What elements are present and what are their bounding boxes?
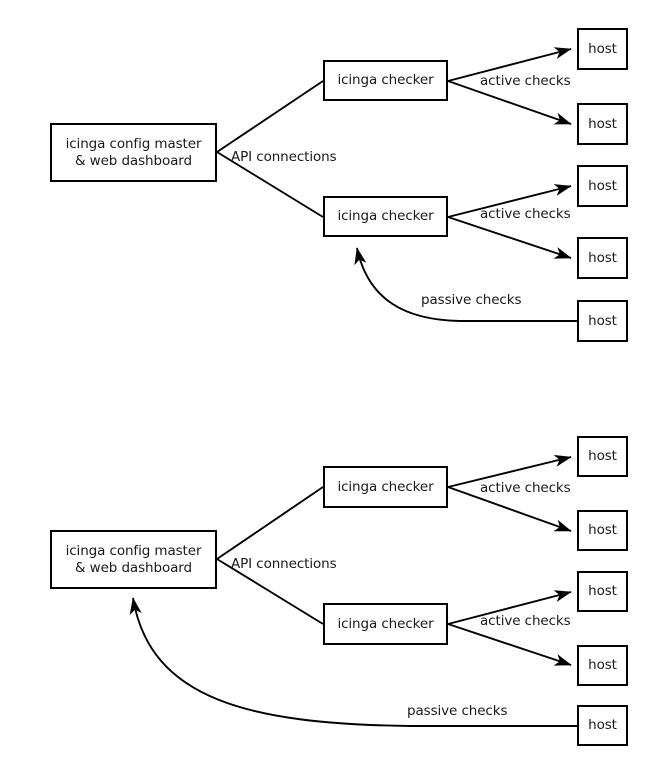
edge-master-to-checker-bottom-2 [216,558,324,625]
node-label: host [588,657,617,673]
node-label: host [588,40,617,57]
edge-label-active-checks-top-2: active checks [480,206,571,222]
edge-label-passive-checks-bottom: passive checks [407,703,508,719]
edge-checker-top-2-to-host-top-3 [447,184,572,218]
edge-label-active-checks-bottom-2: active checks [480,613,571,629]
node-label: host [588,448,617,464]
edge-checker-top-1-to-host-top-2 [447,80,572,125]
edge-checker-bottom-1-to-host-bottom-1 [447,454,572,488]
edge-checker-top-2-to-host-top-4 [447,216,572,259]
node-host-top-1[interactable]: host [577,28,628,70]
edge-master-to-checker-top-1 [216,80,324,153]
node-host-top-4[interactable]: host [577,237,628,279]
edge-label-api-connections-top: API connections [231,149,337,165]
node-host-bottom-5[interactable]: host [577,705,628,746]
edge-checker-top-1-to-host-top-1 [447,47,572,82]
node-label: icinga checker [337,72,434,88]
node-label: icinga config master & web dashboard [65,135,202,169]
node-master-top[interactable]: icinga config master & web dashboard [50,123,217,182]
edge-master-to-checker-bottom-1 [216,486,324,560]
node-label: host [588,583,617,599]
node-host-bottom-2[interactable]: host [577,510,628,551]
edge-label-api-connections-bottom: API connections [231,556,337,572]
edge-label-passive-checks-top: passive checks [421,292,522,308]
node-checker-top-1[interactable]: icinga checker [323,60,448,101]
node-label: icinga checker [337,208,434,224]
node-label: host [588,115,617,132]
node-host-bottom-1[interactable]: host [577,436,628,477]
node-label: host [588,312,617,329]
edge-host-bottom-5-passive-to-master-bottom [129,597,577,727]
node-host-top-5[interactable]: host [577,300,628,342]
node-checker-top-2[interactable]: icinga checker [323,196,448,237]
node-host-bottom-4[interactable]: host [577,645,628,686]
node-master-bottom[interactable]: icinga config master & web dashboard [50,530,217,589]
node-checker-bottom-1[interactable]: icinga checker [323,466,448,508]
edge-checker-bottom-2-to-host-bottom-3 [447,590,572,625]
node-host-top-2[interactable]: host [577,103,628,145]
edge-checker-bottom-2-to-host-bottom-4 [447,623,572,666]
node-label: host [588,522,617,538]
node-label: icinga config master & web dashboard [65,542,202,576]
edge-label-active-checks-bottom-1: active checks [480,480,571,496]
edge-group-bottom [129,454,577,727]
edge-master-to-checker-top-2 [216,151,324,218]
edge-checker-bottom-1-to-host-bottom-2 [447,486,572,532]
node-label: host [588,717,617,733]
edge-group-top [216,47,577,322]
node-label: host [588,177,617,194]
node-label: icinga checker [337,478,434,495]
node-host-top-3[interactable]: host [577,165,628,207]
edge-label-active-checks-top-1: active checks [480,73,571,89]
node-checker-bottom-2[interactable]: icinga checker [323,603,448,645]
edge-host-top-5-passive-to-checker-top-2 [354,247,577,322]
node-label: icinga checker [337,615,434,632]
node-label: host [588,249,617,266]
node-host-bottom-3[interactable]: host [577,571,628,612]
